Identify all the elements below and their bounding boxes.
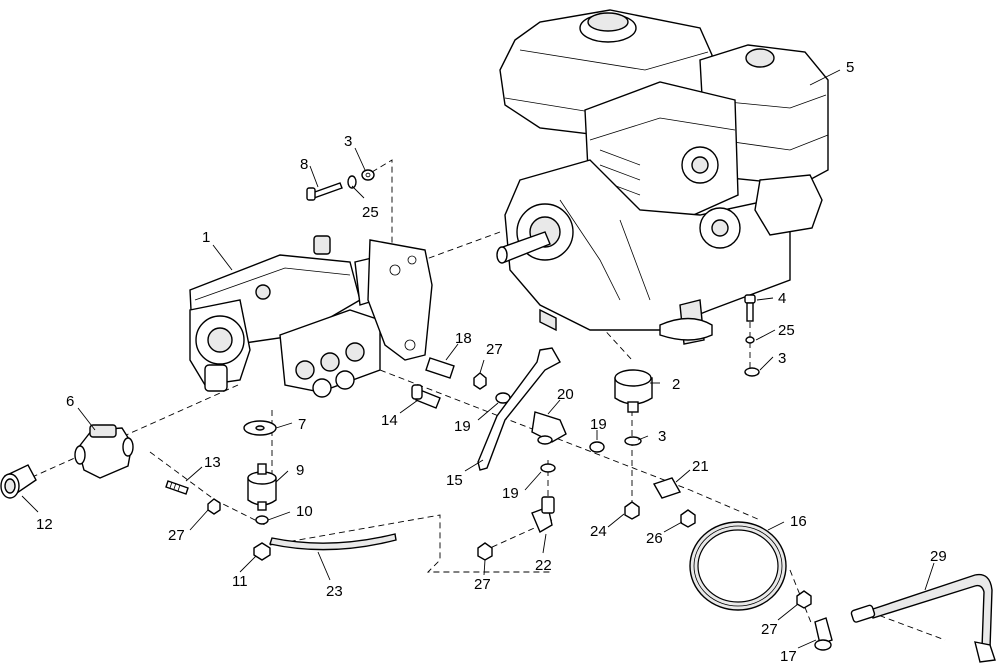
- callout-25-right: 25: [778, 322, 795, 339]
- callout-27-center: 27: [486, 341, 503, 358]
- callout-27-bottom: 27: [474, 576, 491, 593]
- callout-9: 9: [296, 462, 304, 479]
- callout-19-right: 19: [590, 416, 607, 433]
- callout-10: 10: [296, 503, 313, 520]
- callout-22: 22: [535, 557, 552, 574]
- callout-12: 12: [36, 516, 53, 533]
- engine: [496, 9, 829, 345]
- callout-15: 15: [446, 472, 463, 489]
- callout-7: 7: [298, 416, 306, 433]
- callout-8: 8: [300, 156, 308, 173]
- assembly-lines: [29, 159, 946, 641]
- pump-assembly: [189, 235, 433, 398]
- callout-16: 16: [790, 513, 807, 530]
- callout-18: 18: [455, 330, 472, 347]
- leader-lines: [21, 69, 935, 649]
- callout-21: 21: [692, 458, 709, 475]
- callout-20: 20: [557, 386, 574, 403]
- callout-17: 17: [780, 648, 797, 665]
- hardware-parts: [0, 169, 996, 663]
- callout-6: 6: [66, 393, 74, 410]
- callout-5: 5: [846, 59, 854, 76]
- callout-3-middle: 3: [658, 428, 666, 445]
- callout-24: 24: [590, 523, 607, 540]
- callout-25-top: 25: [362, 204, 379, 221]
- callout-1: 1: [202, 229, 210, 246]
- callout-26: 26: [646, 530, 663, 547]
- callout-13: 13: [204, 454, 221, 471]
- callout-19-bottom: 19: [502, 485, 519, 502]
- callout-3-right: 3: [778, 350, 786, 367]
- callout-2: 2: [672, 376, 680, 393]
- callout-19-left: 19: [454, 418, 471, 435]
- callout-29: 29: [930, 548, 947, 565]
- callout-14: 14: [381, 412, 398, 429]
- callout-23: 23: [326, 583, 343, 600]
- callout-27-right: 27: [761, 621, 778, 638]
- callout-3-top: 3: [344, 133, 352, 150]
- callout-4: 4: [778, 290, 786, 307]
- callout-labels: 1 2 3 3 3 4 5 6 7 8 9 10 11 12 13 14 15 …: [36, 59, 947, 665]
- callout-27-left: 27: [168, 527, 185, 544]
- callout-11: 11: [232, 573, 248, 590]
